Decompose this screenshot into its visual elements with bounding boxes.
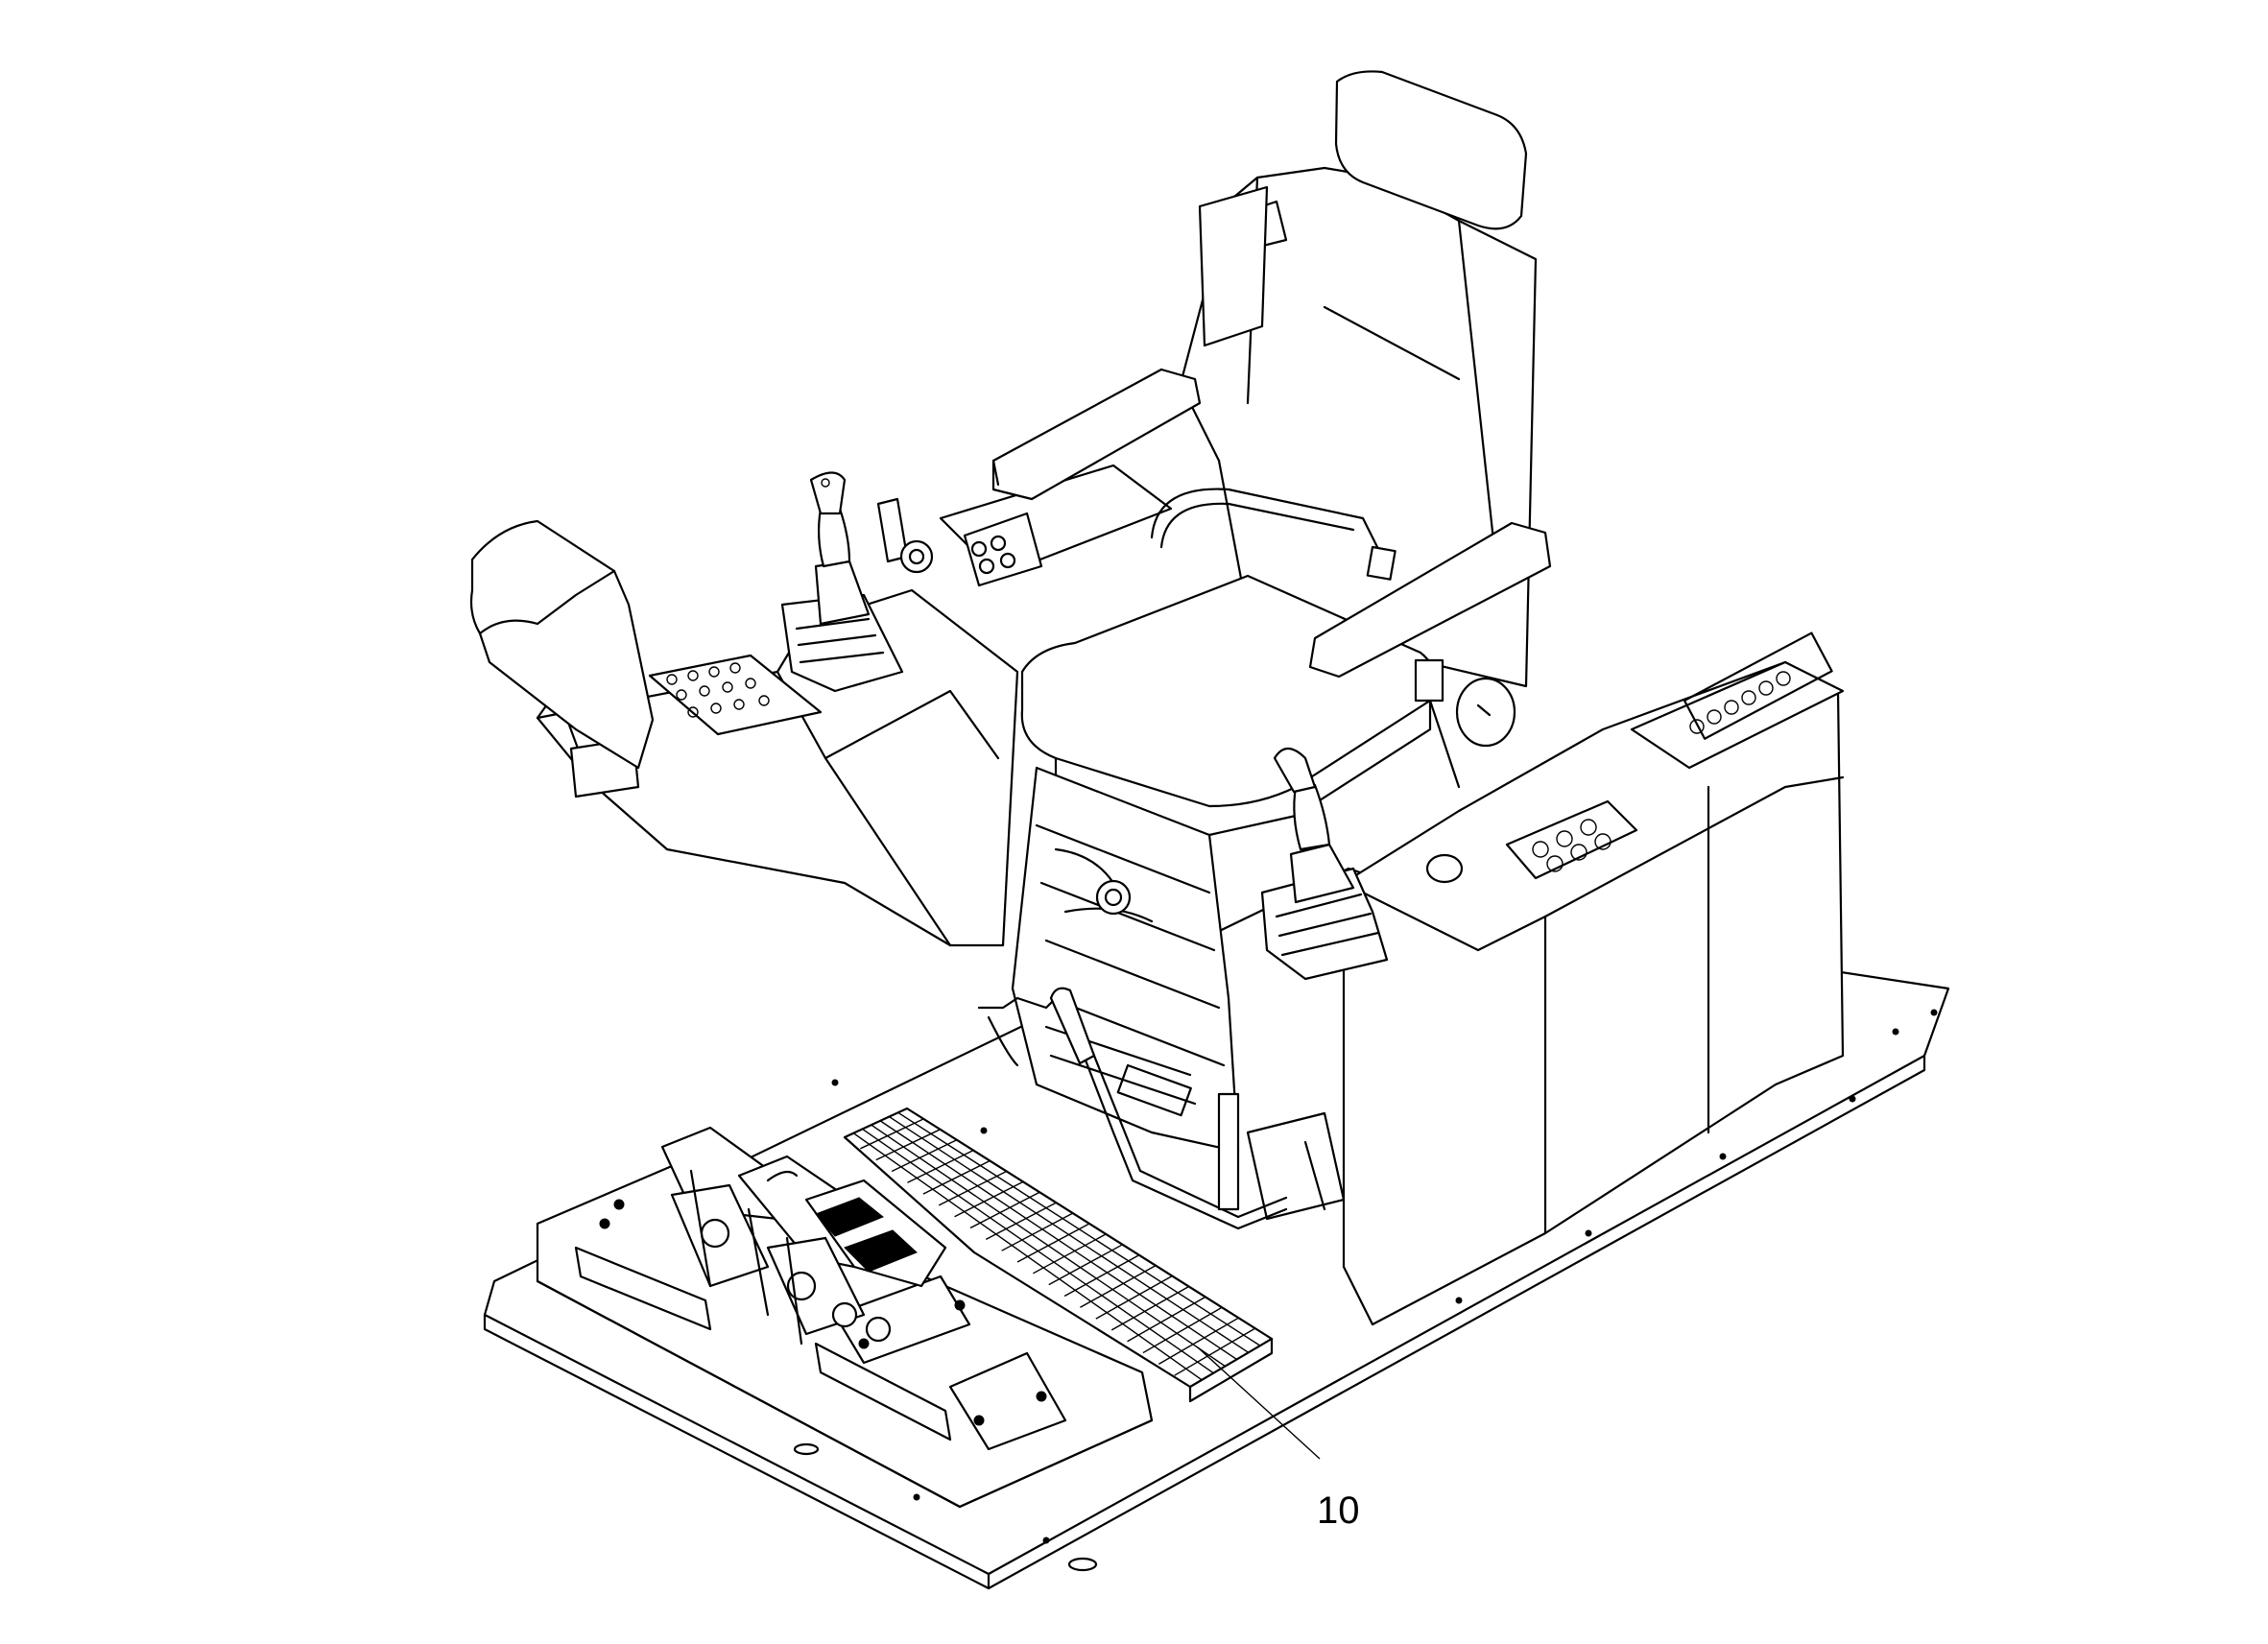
ignition-switch [878, 499, 932, 572]
right-console [1248, 633, 1843, 1324]
right-armrest [1310, 523, 1550, 677]
left-armrest [993, 369, 1200, 499]
travel-pedals [662, 1128, 945, 1344]
safety-lock-lever [979, 989, 1286, 1228]
left-joystick [782, 473, 902, 692]
right-joystick [1262, 749, 1387, 979]
seat-belt [1152, 489, 1459, 787]
left-wrist-rest [471, 521, 653, 768]
operator-seat [1013, 71, 1536, 1152]
callout-10-label: 10 [1317, 1489, 1360, 1532]
callout-leader-10 [1198, 1347, 1320, 1459]
